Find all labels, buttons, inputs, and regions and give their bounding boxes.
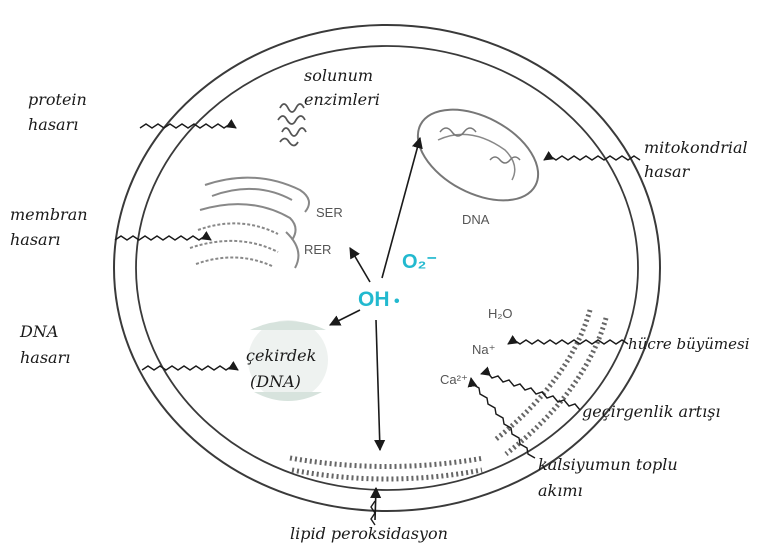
h2o-label: H₂O — [488, 304, 513, 324]
membran-label-2: hasarı — [10, 230, 60, 250]
ca-label: Ca²⁺ — [440, 370, 468, 390]
protein-label-1: protein — [28, 90, 87, 110]
na-label: Na⁺ — [472, 340, 495, 360]
cell-inner-membrane — [136, 46, 638, 490]
mito-dna-label: DNA — [462, 210, 489, 230]
endoplasmic-reticulum — [190, 178, 309, 268]
mito-label-1: mitokondrial — [644, 138, 748, 158]
respiratory-enzymes — [278, 104, 306, 146]
cell-outer-membrane — [114, 25, 660, 511]
solunum-label-1: solunum — [304, 66, 373, 86]
membran-damage-arrow — [115, 236, 211, 240]
membran-label-1: membran — [10, 205, 88, 225]
cekirdek-label-1: çekirdek — [246, 346, 316, 366]
solunum-label-2: enzimleri — [304, 90, 380, 110]
hucre-label: hücre büyümesi — [628, 334, 750, 354]
gecirgenlik-arrow — [481, 372, 580, 410]
radical-dot-icon: • — [390, 293, 400, 310]
lipid-label: lipid peroksidasyon — [290, 524, 448, 544]
mito-damage-arrow — [544, 156, 640, 160]
radical-arrows — [330, 138, 420, 520]
mito-label-2: hasar — [644, 162, 689, 182]
hydroxyl-radical-label: OH • — [358, 290, 400, 312]
dna-label-1: DNA — [20, 322, 58, 342]
oh-text: OH — [358, 288, 390, 311]
lipid-bilayer-bottom — [290, 458, 484, 479]
mitochondrion — [403, 91, 553, 219]
cekirdek-label-2: (DNA) — [250, 372, 301, 392]
dna-label-2: hasarı — [20, 348, 70, 368]
superoxide-label: O₂⁻ — [402, 252, 437, 272]
dna-damage-arrow — [142, 366, 238, 370]
kalsiyum-label-1: kalsiyumun toplu — [538, 455, 678, 475]
gecirgenlik-label: geçirgenlik artışı — [582, 402, 721, 422]
kalsiyum-label-2: akımı — [538, 481, 583, 501]
rer-label: RER — [304, 240, 331, 260]
protein-label-2: hasarı — [28, 115, 78, 135]
protein-damage-arrow — [140, 124, 236, 128]
lipid-arrow — [371, 501, 375, 525]
ser-label: SER — [316, 203, 343, 223]
hucre-arrow — [508, 340, 628, 344]
